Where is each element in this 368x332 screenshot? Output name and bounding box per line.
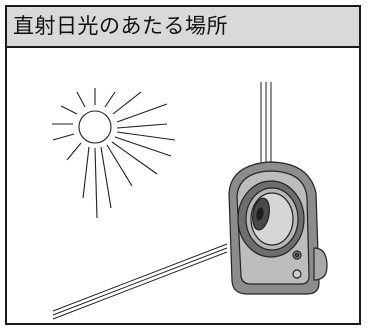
illustration (52, 82, 328, 320)
sun-icon (52, 88, 176, 219)
network-camera-icon (228, 161, 328, 295)
caution-panel: 直射日光のあたる場所 (5, 5, 361, 325)
panel-title: 直射日光のあたる場所 (13, 14, 228, 38)
panel-header: 直射日光のあたる場所 (7, 7, 359, 48)
